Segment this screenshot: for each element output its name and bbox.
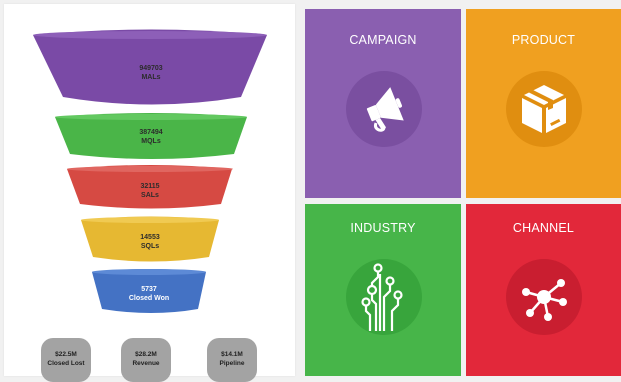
funnel-stage-mals-top xyxy=(33,31,267,39)
funnel-chart xyxy=(33,29,267,313)
metric-label: Revenue xyxy=(132,360,160,367)
funnel-label-sals: 32115 SALs xyxy=(90,182,210,200)
funnel-stage-sals-top xyxy=(67,166,233,172)
tile-campaign-label: CAMPAIGN xyxy=(349,33,417,47)
tile-channel-label: CHANNEL xyxy=(512,221,575,235)
funnel-stage-mqls-top xyxy=(55,114,247,120)
tile-campaign[interactable]: CAMPAIGN xyxy=(305,9,461,198)
stage-label: SALs xyxy=(141,192,159,199)
funnel-stage-sqls-top xyxy=(81,217,219,223)
metric-label: Closed Lost xyxy=(47,360,85,367)
tile-product[interactable]: PRODUCT xyxy=(466,9,621,198)
tile-industry[interactable]: INDUSTRY xyxy=(305,204,461,376)
stage-value: 14553 xyxy=(140,234,160,241)
metric-revenue[interactable]: $28.2M Revenue xyxy=(121,338,171,382)
metric-value: $22.5M xyxy=(55,351,77,358)
metric-closed-lost[interactable]: $22.5M Closed Lost xyxy=(41,338,91,382)
megaphone-icon xyxy=(346,71,422,147)
stage-label: MALs xyxy=(141,74,161,81)
metric-value: $28.2M xyxy=(135,351,157,358)
metric-label: Pipeline xyxy=(219,360,245,367)
funnel-panel: 949703 MALs 387494 MQLs 32115 SALs 14553… xyxy=(4,4,295,382)
funnel-stage-sqls[interactable] xyxy=(81,216,219,262)
circuit-icon xyxy=(346,259,422,335)
tile-product-label: PRODUCT xyxy=(511,33,576,47)
tile-channel[interactable]: CHANNEL xyxy=(466,204,621,376)
tile-industry-label: INDUSTRY xyxy=(350,221,416,235)
metric-pipeline[interactable]: $14.1M Pipeline xyxy=(207,338,257,382)
funnel-label-sqls: 14553 SQLs xyxy=(90,233,210,251)
stage-value: 5737 xyxy=(141,286,157,293)
funnel-stage-sals[interactable] xyxy=(67,165,232,209)
funnel-label-mqls: 387494 MQLs xyxy=(91,128,211,146)
metric-value: $14.1M xyxy=(221,351,243,358)
funnel-stage-closed-won[interactable] xyxy=(92,269,206,313)
stage-label: Closed Won xyxy=(128,295,170,302)
funnel-label-closed-won: 5737 Closed Won xyxy=(89,285,209,303)
box-icon xyxy=(506,71,582,147)
funnel-stage-closed-won-top xyxy=(92,269,206,275)
stage-label: MQLs xyxy=(141,138,161,145)
stage-value: 387494 xyxy=(139,129,163,136)
stage-value: 949703 xyxy=(139,65,163,72)
stage-value: 32115 xyxy=(140,183,160,190)
funnel-stage-mals[interactable] xyxy=(33,29,267,105)
network-icon xyxy=(506,259,582,335)
funnel-stage-mqls[interactable] xyxy=(55,113,247,159)
stage-label: SQLs xyxy=(140,243,160,250)
funnel-label-mals: 949703 MALs xyxy=(91,64,211,82)
